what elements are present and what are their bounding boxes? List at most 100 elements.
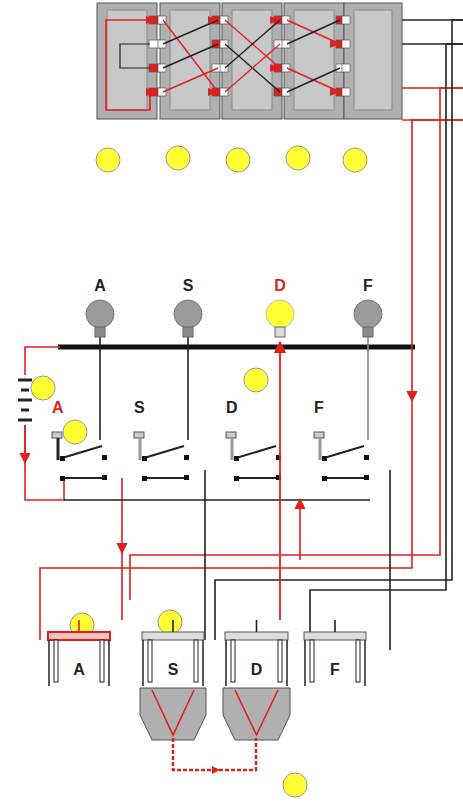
switch-contact — [142, 476, 147, 481]
key-switch — [226, 432, 281, 481]
callout-dot — [158, 610, 182, 634]
switch-knob — [134, 432, 144, 438]
key-letter: D — [223, 660, 290, 680]
switch-stem — [57, 438, 60, 460]
switch-contact — [364, 455, 369, 460]
rotor-pin — [282, 40, 290, 48]
battery-lead — [25, 347, 60, 375]
battery-lead — [25, 425, 64, 500]
rotor-pin — [220, 88, 228, 96]
key-lead — [121, 552, 123, 620]
callout-dot — [244, 368, 268, 392]
lamp-bulb — [263, 296, 297, 340]
rotor-trunk — [310, 44, 463, 640]
rotor-core — [107, 10, 147, 110]
switch-contact — [60, 476, 65, 481]
rotor-pin — [220, 16, 228, 24]
switch-blade — [144, 446, 184, 458]
switch-contact — [102, 455, 107, 460]
lamp-lead — [99, 336, 101, 440]
signal-arrow — [208, 88, 217, 96]
rotor-pin — [342, 64, 350, 72]
battery-cell — [18, 379, 32, 382]
switch-blade — [62, 477, 102, 479]
rotor-trunk — [412, 120, 463, 400]
switch-blade — [236, 446, 276, 458]
key: D — [223, 620, 290, 686]
switch-knob — [314, 432, 324, 438]
switch-letter: S — [134, 398, 145, 418]
key-lead — [204, 470, 206, 640]
switch-contact — [234, 456, 239, 461]
switch-stem — [319, 438, 322, 460]
callout-dot — [31, 376, 55, 400]
lamp-letter: S — [171, 276, 205, 296]
key-switch — [134, 432, 189, 481]
rotor-pin — [158, 88, 166, 96]
rotor — [222, 3, 282, 119]
switch-contact — [234, 476, 239, 481]
rotor-pin — [158, 40, 166, 48]
switch-letter: F — [314, 398, 324, 418]
signal-arrow — [270, 16, 279, 24]
wires — [18, 20, 463, 650]
lamp-letter: A — [83, 276, 117, 296]
battery-lead — [24, 425, 26, 462]
rotor-core — [170, 10, 210, 110]
lamp-letter: D — [263, 276, 297, 296]
signal-arrow — [146, 16, 155, 24]
lamp-lead — [367, 336, 369, 440]
rotor-wire — [225, 20, 280, 68]
reflector-wire — [120, 44, 150, 68]
rotor-core — [232, 10, 272, 110]
switch-contact — [322, 476, 327, 481]
rotor-wire — [163, 20, 218, 44]
lamp-bulb — [83, 296, 117, 340]
battery-cell — [18, 399, 32, 402]
rotor-wire — [163, 68, 218, 92]
signal-arrow — [146, 88, 155, 96]
switch-knob — [52, 432, 62, 438]
plug-socket — [140, 688, 206, 740]
rotor-trunk — [215, 20, 463, 640]
rotor-contact — [149, 40, 159, 48]
key: S — [140, 620, 206, 686]
switch-contact — [184, 455, 189, 460]
rotor-assembly — [97, 3, 463, 120]
key-lead — [121, 478, 123, 552]
signal-arrow — [208, 16, 217, 24]
lamp-bulb — [171, 296, 205, 340]
key-lead — [389, 470, 391, 650]
rotor — [160, 3, 220, 119]
plug-socket — [223, 688, 290, 740]
key-switches — [52, 432, 369, 481]
rotor — [344, 3, 402, 119]
rotor-wire — [163, 44, 218, 68]
rotor-wire — [287, 20, 340, 44]
rotor — [97, 3, 157, 119]
key-lead — [299, 500, 301, 560]
rotor-pin — [342, 16, 350, 24]
switch-contact — [142, 456, 147, 461]
key-letter: F — [302, 660, 368, 680]
battery-cell — [21, 389, 29, 392]
key: A — [46, 620, 112, 686]
key-letter: A — [46, 660, 112, 680]
switch-contact — [322, 456, 327, 461]
rotor-wire — [163, 20, 218, 92]
rotor-contact — [149, 64, 159, 72]
common-line — [64, 499, 370, 501]
switch-blade — [236, 477, 276, 479]
lamp-bulb — [351, 296, 385, 340]
plug-wire — [235, 690, 278, 735]
rotor-pin — [282, 64, 290, 72]
lamp-bus — [58, 345, 415, 350]
lamp: A — [83, 276, 117, 340]
rotor-pin — [342, 40, 350, 48]
rotor-pin — [220, 40, 228, 48]
plug-wire — [152, 690, 194, 735]
rotor-pin — [342, 88, 350, 96]
rotor-pin — [282, 16, 290, 24]
rotor-pin — [158, 64, 166, 72]
rotor — [284, 3, 344, 119]
